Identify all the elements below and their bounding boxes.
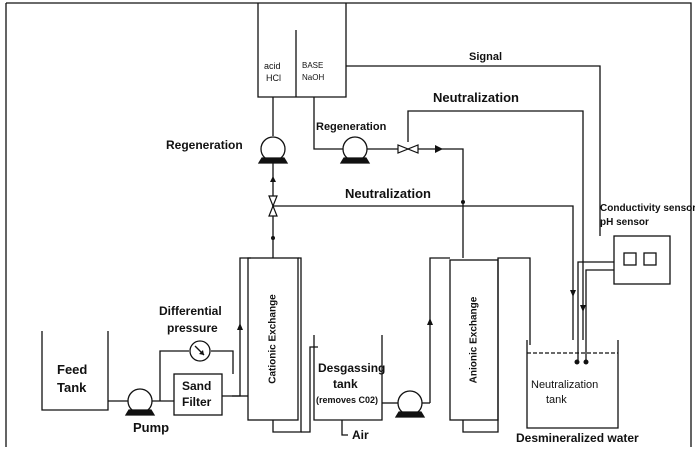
flow-arrow-icon xyxy=(570,290,576,297)
acid-label: acid xyxy=(264,61,281,71)
base-to-anionic xyxy=(417,148,464,258)
degassing-tank xyxy=(313,335,383,421)
sand-filter xyxy=(173,373,223,416)
sand-filter-label-2: Filter xyxy=(182,395,212,409)
anionic-exchange-label: Anionic Exchange xyxy=(468,296,480,384)
probe-tip xyxy=(574,359,580,365)
acid-base-tank xyxy=(257,3,347,98)
junction-dot xyxy=(461,200,465,204)
degassing-tank-label-2: tank xyxy=(333,377,358,391)
valve-icon-c xyxy=(268,195,278,208)
pump-label: Pump xyxy=(133,420,170,435)
probe-line-2 xyxy=(585,269,614,360)
cationic-exchange-label: Cationic Exchange xyxy=(267,294,279,384)
dp-line-left xyxy=(159,350,189,401)
probe-tip xyxy=(583,359,589,365)
pressure-gauge-icon xyxy=(189,340,211,362)
valve-icon-a xyxy=(397,144,410,154)
regeneration-label-left: Regeneration xyxy=(166,138,243,152)
sand-filter-label: Sand xyxy=(182,379,212,393)
pump-icon-feed xyxy=(124,388,156,416)
desmineralized-water-label: Desmineralized water xyxy=(516,431,639,445)
conductivity-sensor-label: Conductivity sensor xyxy=(600,203,695,214)
feed-tank-label: Feed xyxy=(57,362,88,377)
filter-to-cationic xyxy=(222,257,251,397)
acid-formula-label: HCl xyxy=(266,73,281,83)
regeneration-label-right: Regeneration xyxy=(316,121,387,133)
differential-label: Differential xyxy=(159,304,222,318)
sensor-display-1 xyxy=(623,252,637,266)
valve-icon-d xyxy=(268,204,278,217)
probe-line-1 xyxy=(577,261,614,360)
neutralization-tank xyxy=(526,340,619,429)
flow-arrow-icon xyxy=(435,145,443,153)
neutralization-label-mid: Neutralization xyxy=(345,186,431,201)
pump-icon-degassing xyxy=(394,390,426,418)
valve-icon-b xyxy=(406,144,419,154)
degassing-note-label: (removes C02) xyxy=(316,395,379,405)
feed-tank-label-2: Tank xyxy=(57,380,87,395)
feed-tank xyxy=(41,331,109,411)
signal-line xyxy=(346,65,601,236)
pump-icon-base xyxy=(339,136,371,164)
pump-icon-acid xyxy=(257,136,289,164)
degassing-tank-label: Desgassing xyxy=(318,361,386,375)
pump-to-anionic xyxy=(429,257,450,403)
air-line xyxy=(341,420,348,436)
ph-sensor-label: pH sensor xyxy=(600,217,649,228)
flow-arrow-icon xyxy=(270,176,276,182)
air-label: Air xyxy=(352,428,369,442)
neutralization-label-top: Neutralization xyxy=(433,90,519,105)
dp-line-right xyxy=(211,350,234,374)
neutralization-tank-label: Neutralization xyxy=(531,379,599,391)
signal-label: Signal xyxy=(469,51,503,63)
pressure-label: pressure xyxy=(167,321,218,335)
sensor-box xyxy=(613,235,671,285)
cationic-to-degassing xyxy=(301,346,318,433)
flow-arrow-icon xyxy=(427,318,433,325)
flow-arrow-icon xyxy=(237,323,243,330)
base-formula-label: NaOH xyxy=(302,73,325,82)
base-label: BASE xyxy=(302,61,324,70)
frame-line xyxy=(6,2,692,447)
junction-dot xyxy=(271,236,275,240)
neutralization-line-top xyxy=(407,110,584,340)
neutralization-line-mid xyxy=(273,205,574,340)
neutralization-tank-label-2: tank xyxy=(546,394,567,406)
flow-arrow-icon xyxy=(580,305,586,312)
base-line xyxy=(313,97,343,150)
sensor-display-2 xyxy=(643,252,657,266)
anionic-to-neutralization xyxy=(462,257,531,433)
